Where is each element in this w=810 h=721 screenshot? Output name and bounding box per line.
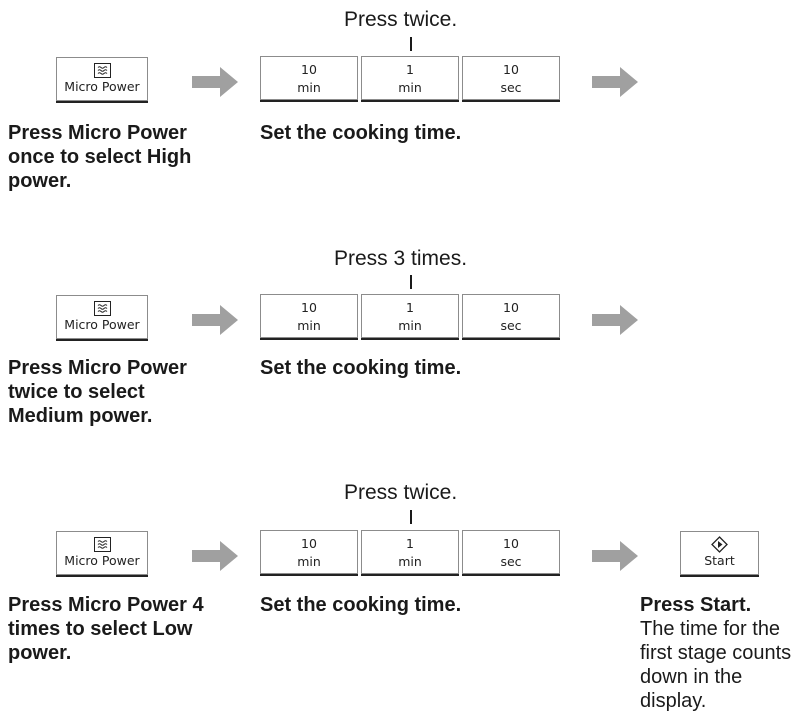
step-instruction-power: Press Micro Power 4 times to select Low … bbox=[8, 594, 204, 664]
press-count-label: Press twice. bbox=[344, 8, 458, 31]
microwave-waves-icon bbox=[93, 301, 111, 316]
pointer-line bbox=[410, 510, 412, 524]
right-arrow-icon bbox=[192, 305, 238, 335]
start-label: Start bbox=[704, 553, 735, 568]
microwave-waves-icon bbox=[93, 537, 111, 552]
right-arrow-icon bbox=[592, 67, 638, 97]
micro-power-button[interactable]: Micro Power bbox=[56, 57, 148, 103]
start-diamond-icon bbox=[711, 536, 728, 553]
micro-power-label: Micro Power bbox=[64, 317, 140, 332]
micro-power-button[interactable]: Micro Power bbox=[56, 531, 148, 577]
pointer-line bbox=[410, 275, 412, 289]
micro-power-label: Micro Power bbox=[64, 79, 140, 94]
start-button[interactable]: Start bbox=[680, 531, 759, 577]
right-arrow-icon bbox=[592, 541, 638, 571]
step-instruction-power: Press Micro Power once to select High po… bbox=[8, 122, 192, 192]
step-instruction-time: Set the cooking time. bbox=[260, 594, 462, 616]
microwave-waves-icon bbox=[93, 63, 111, 78]
right-arrow-icon bbox=[592, 305, 638, 335]
micro-power-button[interactable]: Micro Power bbox=[56, 295, 148, 341]
press-count-label: Press twice. bbox=[344, 481, 458, 504]
micro-power-label: Micro Power bbox=[64, 553, 140, 568]
right-arrow-icon bbox=[192, 67, 238, 97]
pointer-line bbox=[410, 37, 412, 51]
step-instruction-power: Press Micro Power twice to select Medium… bbox=[8, 357, 187, 427]
right-arrow-icon bbox=[192, 541, 238, 571]
step-instruction-time: Set the cooking time. bbox=[260, 122, 462, 144]
start-description: The time for the first stage counts down… bbox=[640, 618, 792, 712]
step-instruction-start: Press Start. bbox=[640, 594, 752, 616]
press-count-label: Press 3 times. bbox=[334, 247, 468, 270]
step-instruction-time: Set the cooking time. bbox=[260, 357, 462, 379]
